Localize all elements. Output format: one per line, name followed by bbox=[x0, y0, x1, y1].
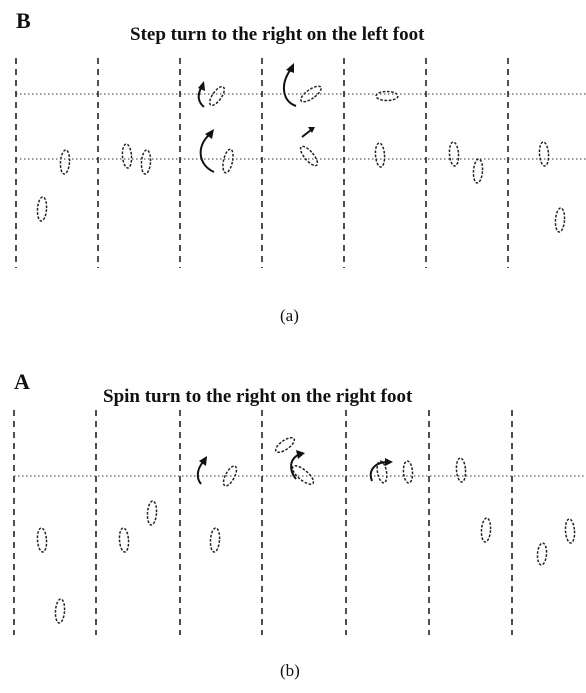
footprint-icon bbox=[448, 141, 460, 167]
footprint-icon bbox=[375, 90, 399, 102]
arrow-head bbox=[296, 450, 305, 459]
footprint-icon bbox=[554, 207, 566, 233]
footprint-icon bbox=[291, 465, 315, 485]
panel-title: Step turn to the right on the left foot bbox=[130, 24, 425, 45]
curved-arrow-icon bbox=[369, 461, 387, 482]
footstep-diagram bbox=[15, 58, 586, 268]
turn-arrows bbox=[197, 63, 315, 173]
curved-arrow-icon bbox=[283, 68, 297, 107]
footprint-icon bbox=[209, 527, 221, 553]
footprint-icon bbox=[274, 436, 296, 454]
caption: (b) bbox=[280, 661, 300, 680]
footprint-icon bbox=[300, 85, 322, 103]
footprint-icon bbox=[374, 142, 386, 168]
footprints bbox=[36, 85, 566, 233]
panel-b-spin-turn: A Spin turn to the right on the right fo… bbox=[0, 355, 586, 693]
arrow-head bbox=[199, 456, 207, 466]
footprint-icon bbox=[208, 85, 226, 107]
footprint-icon bbox=[536, 542, 548, 566]
footprints bbox=[36, 436, 576, 624]
footprint-icon bbox=[455, 457, 467, 483]
curved-arrow-icon bbox=[196, 461, 204, 485]
caption: (a) bbox=[280, 306, 299, 325]
footprint-icon bbox=[299, 145, 319, 167]
footprint-icon bbox=[222, 148, 234, 174]
arrow-head bbox=[205, 129, 214, 139]
footprint-icon bbox=[480, 517, 492, 543]
footprint-icon bbox=[564, 518, 576, 544]
arrow-head bbox=[308, 127, 315, 133]
footprint-icon bbox=[140, 149, 152, 175]
column-dividers bbox=[13, 410, 513, 635]
straight-arrow-icon bbox=[301, 129, 312, 138]
column-dividers bbox=[15, 58, 509, 268]
footprint-icon bbox=[222, 465, 238, 487]
footprint-icon bbox=[36, 527, 48, 553]
footprint-icon bbox=[54, 598, 66, 624]
arrow-head bbox=[385, 458, 393, 466]
arrow-head bbox=[286, 63, 294, 73]
panel-title: Spin turn to the right on the right foot bbox=[103, 386, 413, 407]
footprint-icon bbox=[538, 141, 550, 167]
row-guides bbox=[16, 93, 586, 160]
panel-letter: A bbox=[14, 369, 30, 394]
footprint-icon bbox=[118, 527, 130, 553]
arrow-head bbox=[198, 81, 205, 91]
footprint-icon bbox=[36, 196, 48, 222]
curved-arrow-icon bbox=[199, 133, 215, 173]
panel-a-step-turn: B Step turn to the right on the left foo… bbox=[0, 0, 586, 340]
footprint-icon bbox=[59, 149, 71, 175]
panel-letter: B bbox=[16, 8, 31, 33]
curved-arrow-icon bbox=[197, 87, 205, 108]
footprint-icon bbox=[472, 158, 484, 184]
footprint-icon bbox=[402, 460, 414, 484]
footprint-icon bbox=[376, 460, 388, 484]
footprint-icon bbox=[121, 143, 133, 169]
footstep-diagram bbox=[13, 410, 586, 635]
footprint-icon bbox=[146, 500, 158, 526]
turn-arrows bbox=[196, 450, 393, 485]
